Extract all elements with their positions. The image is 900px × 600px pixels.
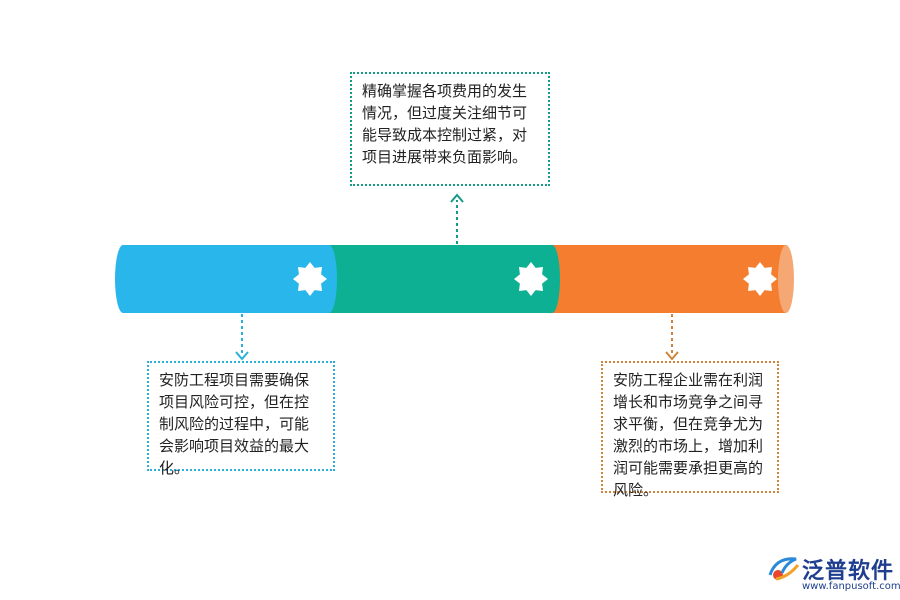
note-left: 安防工程项目需要确保项目风险可控，但在控制风险的过程中，可能会影响项目效益的最大… (147, 361, 335, 477)
connector-top (450, 193, 464, 244)
connector-left (235, 314, 249, 361)
gear-icon (293, 262, 327, 296)
note-right: 安防工程企业需在利润增长和市场竞争之间寻求平衡，但在竞争尤为激烈的市场上，增加利… (601, 361, 779, 499)
segment-blue (115, 245, 337, 313)
gear-icon (743, 262, 777, 296)
brand-logo: 泛普软件 www.fanpusoft.com (766, 551, 900, 597)
logo-mark-icon (768, 557, 800, 581)
connector-right (665, 314, 679, 361)
logo-name: 泛普软件 (802, 559, 895, 584)
gear-icon (514, 262, 548, 296)
note-top: 精确掌握各项费用的发生情况，但过度关注细节可能导致成本控制过紧，对项目进展带来负… (350, 72, 550, 186)
logo-url: www.fanpusoft.com (802, 581, 900, 592)
